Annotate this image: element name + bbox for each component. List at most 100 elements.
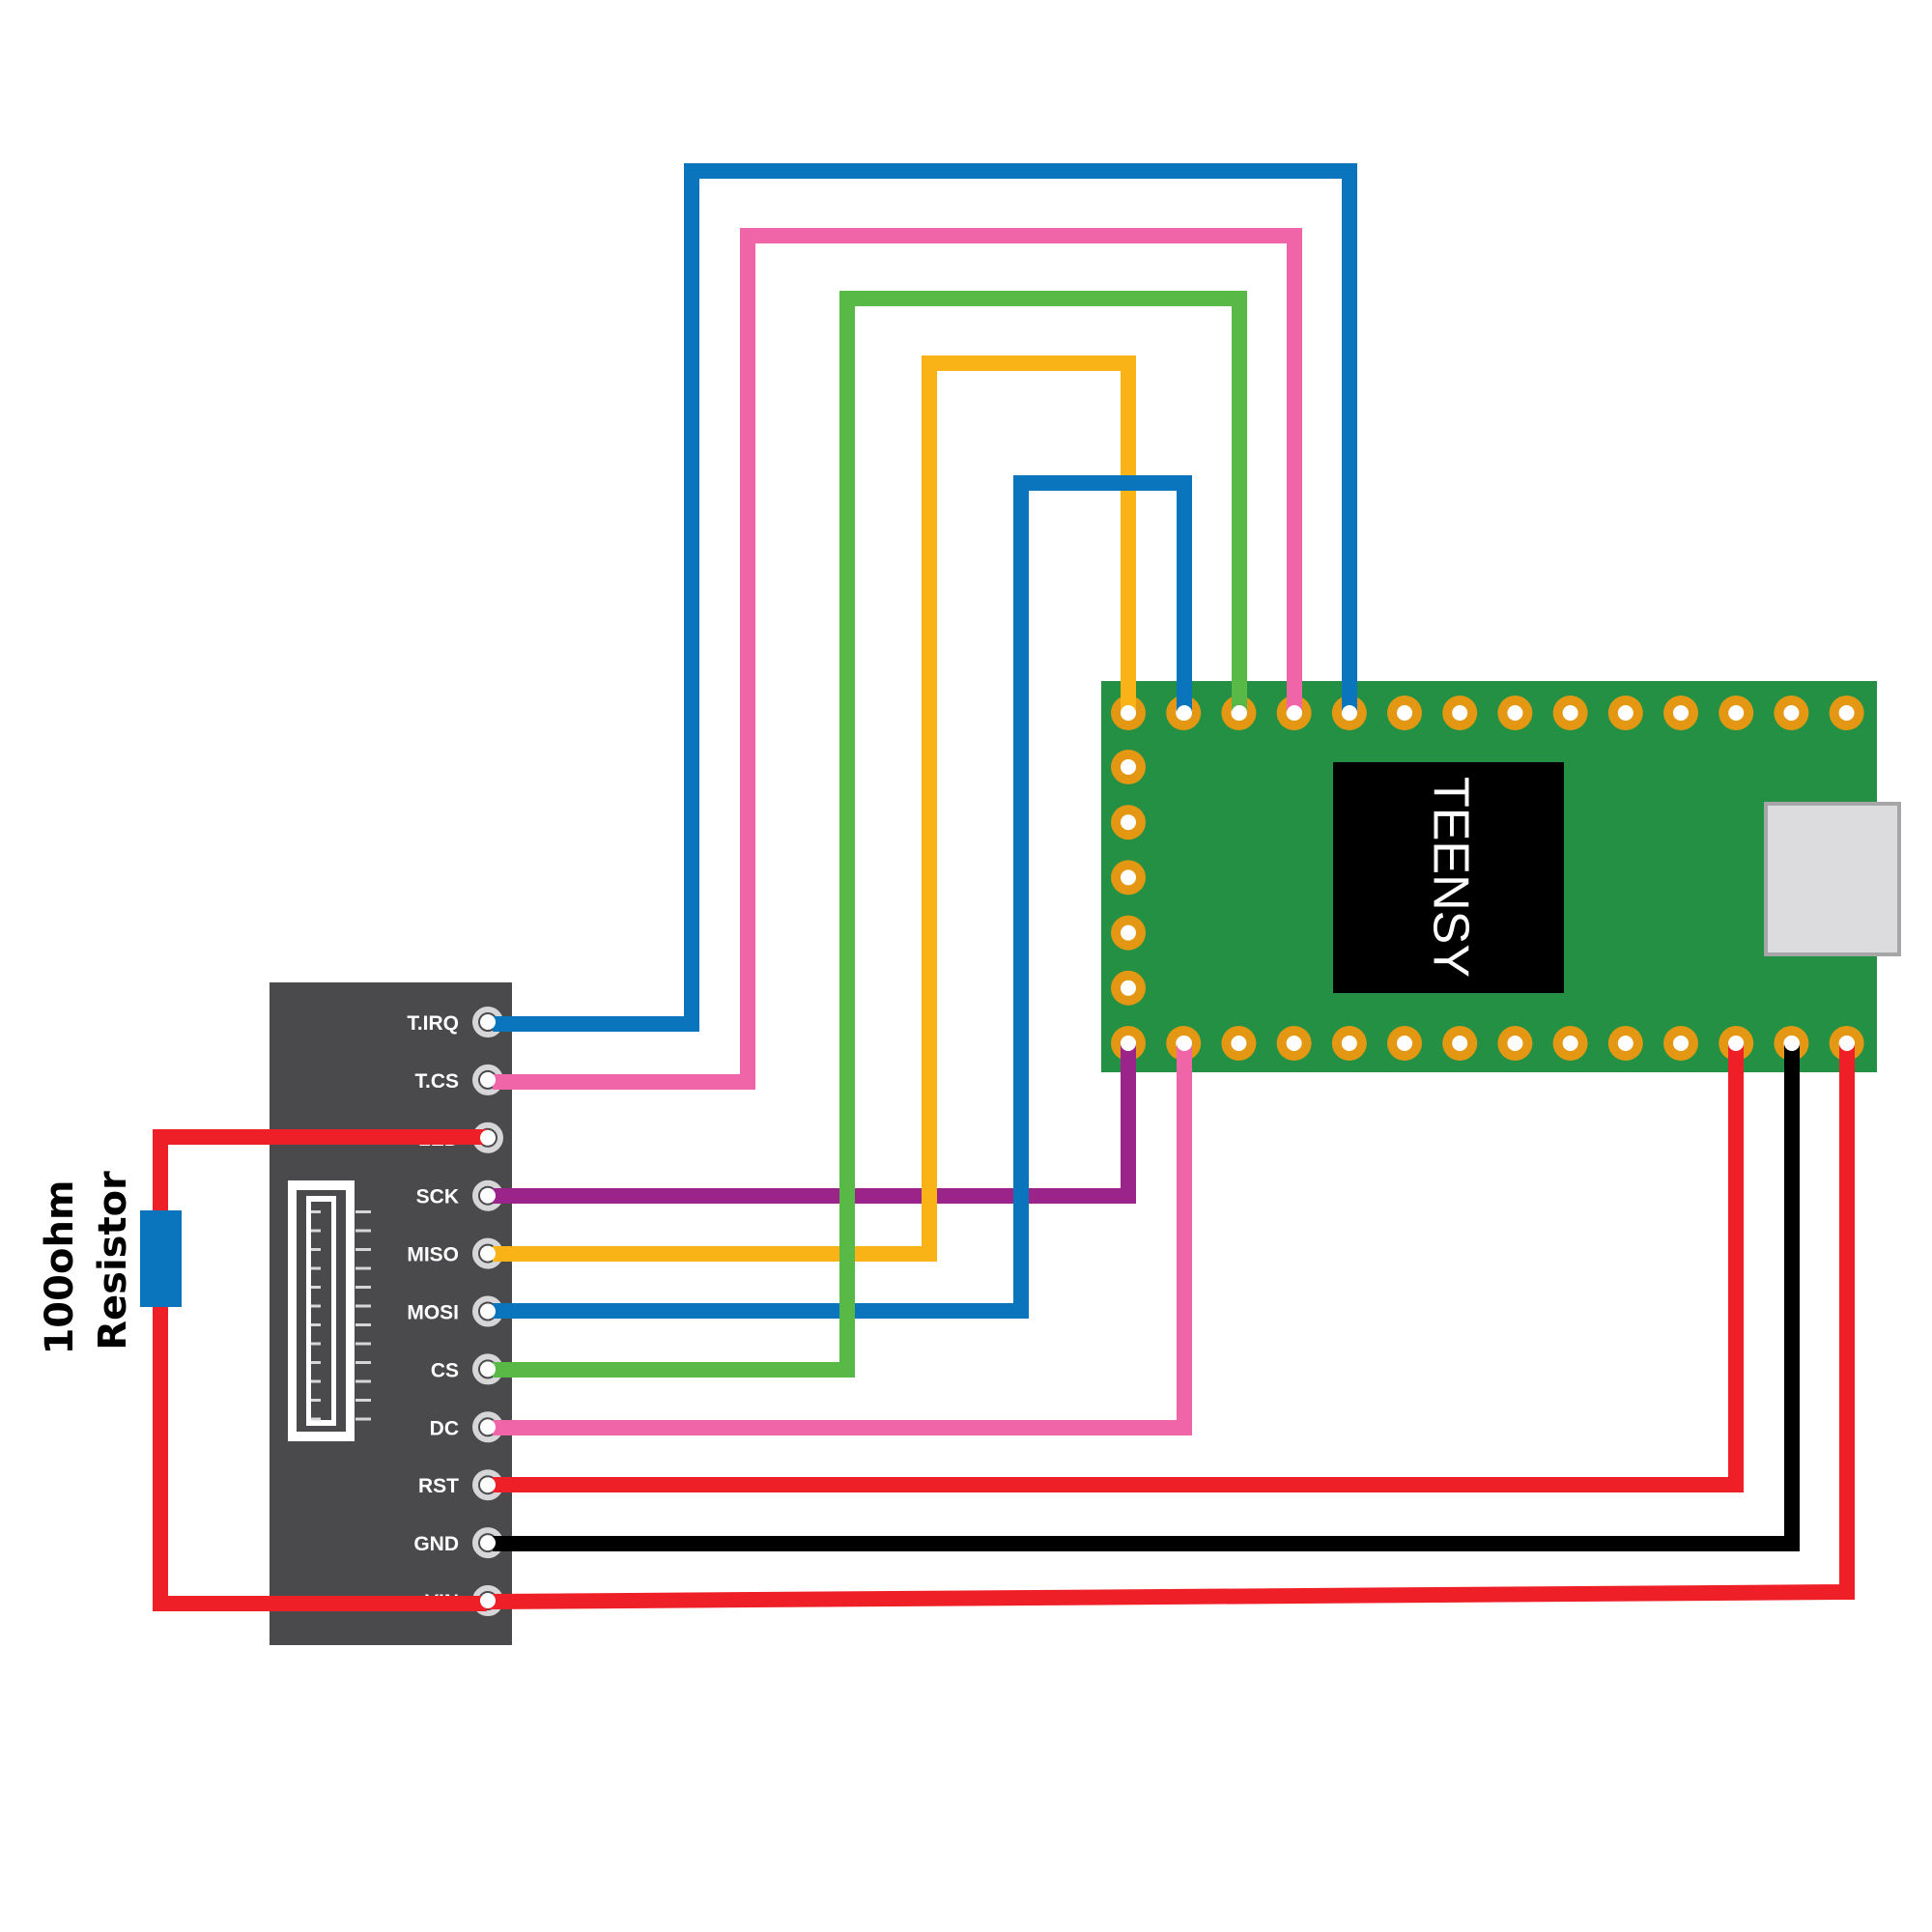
teensy-label: TEENSY bbox=[1422, 777, 1478, 978]
connector-lead bbox=[355, 1379, 371, 1383]
wire-dc-pink bbox=[493, 1043, 1192, 1435]
pin-label: T.CS bbox=[414, 1070, 459, 1093]
connector-tick bbox=[311, 1399, 321, 1402]
connector-tick bbox=[311, 1286, 321, 1289]
connector-tick bbox=[311, 1266, 321, 1270]
pin-hole bbox=[480, 1535, 496, 1551]
connector-tick bbox=[311, 1304, 321, 1308]
pad-hole bbox=[1177, 705, 1192, 721]
pin-label: T.IRQ bbox=[407, 1012, 459, 1035]
pad-hole bbox=[1121, 705, 1136, 721]
connector-lead bbox=[355, 1210, 371, 1213]
pin-hole bbox=[480, 1014, 496, 1030]
connector-tick bbox=[311, 1379, 321, 1383]
teensy-pin-pads bbox=[1111, 696, 1864, 1061]
connector-lead bbox=[355, 1304, 371, 1308]
wire-led-resistor-red bbox=[153, 1129, 487, 1611]
pad-hole bbox=[1784, 1036, 1800, 1051]
teensy-top-pad-7 bbox=[1497, 696, 1533, 730]
pin-label: DC bbox=[430, 1417, 459, 1439]
connector-lead bbox=[355, 1323, 371, 1326]
connector-lead bbox=[355, 1248, 371, 1251]
pin-label: CS bbox=[431, 1359, 459, 1381]
connector-lead bbox=[355, 1286, 371, 1289]
teensy-bottom-pad-4 bbox=[1331, 1026, 1367, 1061]
teensy-top-pad-13 bbox=[1829, 696, 1864, 730]
teensy-top-pad-6 bbox=[1442, 696, 1478, 730]
teensy-bottom-pad-3 bbox=[1276, 1026, 1312, 1061]
teensy-bottom-pad-9 bbox=[1607, 1026, 1643, 1061]
teensy-left-pad-2 bbox=[1111, 860, 1146, 895]
connector-tick bbox=[311, 1210, 321, 1213]
pin-hole bbox=[480, 1245, 496, 1262]
pin-hole bbox=[480, 1361, 496, 1378]
connector-lead bbox=[355, 1417, 371, 1421]
wire-sck-purple bbox=[493, 1043, 1136, 1204]
connector-tick bbox=[311, 1248, 321, 1251]
pin-hole bbox=[480, 1187, 496, 1204]
connector-lead bbox=[355, 1266, 371, 1270]
wire-rst-red bbox=[493, 1043, 1744, 1492]
wire-cs-green bbox=[493, 291, 1247, 1378]
teensy-chip bbox=[1333, 762, 1564, 993]
teensy-left-pad-3 bbox=[1111, 915, 1146, 951]
pin-hole bbox=[480, 1071, 496, 1088]
pin-wire-ends bbox=[480, 705, 1855, 1608]
wires bbox=[153, 163, 1855, 1611]
connector-lead bbox=[355, 1361, 371, 1364]
teensy-bottom-pad-10 bbox=[1663, 1026, 1698, 1061]
teensy-left-pad-0 bbox=[1111, 750, 1146, 784]
teensy-top-pad-10 bbox=[1663, 696, 1698, 730]
pad-hole bbox=[1177, 1036, 1192, 1051]
connector-tick bbox=[311, 1323, 321, 1326]
pin-hole bbox=[480, 1129, 496, 1146]
pin-hole bbox=[480, 1303, 496, 1320]
teensy-bottom-pad-5 bbox=[1387, 1026, 1422, 1061]
teensy-bottom-pad-8 bbox=[1552, 1026, 1588, 1061]
teensy-top-pad-5 bbox=[1387, 696, 1422, 730]
usb-connector bbox=[1764, 802, 1901, 956]
pad-hole bbox=[1232, 705, 1247, 721]
pin-hole bbox=[480, 1593, 496, 1608]
teensy-bottom-pad-7 bbox=[1497, 1026, 1533, 1061]
teensy-board: TEENSY bbox=[1101, 681, 1901, 1072]
pad-hole bbox=[1287, 705, 1302, 721]
pin-label: MISO bbox=[407, 1244, 459, 1266]
teensy-bottom-pad-2 bbox=[1221, 1026, 1257, 1061]
connector-lead bbox=[355, 1399, 371, 1402]
connector-tick bbox=[311, 1229, 321, 1233]
pin-hole bbox=[480, 1419, 496, 1435]
teensy-left-pad-1 bbox=[1111, 805, 1146, 840]
pin-hole bbox=[480, 1477, 496, 1493]
wire-vin-red bbox=[487, 1043, 1855, 1609]
connector-tick bbox=[311, 1361, 321, 1364]
wire-tirq-blue bbox=[493, 163, 1357, 1032]
ribbon-connector bbox=[288, 1180, 371, 1441]
resistor-label-line2: Resistor bbox=[91, 1171, 135, 1350]
pad-hole bbox=[1121, 1036, 1136, 1051]
pin-label: GND bbox=[413, 1533, 459, 1555]
resistor-body bbox=[140, 1210, 182, 1307]
wire-gnd-black bbox=[493, 1043, 1800, 1551]
resistor-label: 100ohm Resistor bbox=[38, 1166, 135, 1354]
teensy-top-pad-12 bbox=[1774, 696, 1809, 730]
teensy-top-pad-9 bbox=[1607, 696, 1643, 730]
connector-lead bbox=[355, 1229, 371, 1233]
connector-tick bbox=[311, 1342, 321, 1346]
resistor: 100ohm Resistor bbox=[38, 1166, 182, 1355]
pad-hole bbox=[1342, 705, 1357, 721]
pin-label: RST bbox=[418, 1475, 459, 1497]
connector-tick bbox=[311, 1417, 321, 1421]
teensy-top-pad-8 bbox=[1552, 696, 1588, 730]
pin-label: MOSI bbox=[407, 1302, 459, 1324]
wire-miso-orange bbox=[493, 355, 1136, 1262]
connector-lead bbox=[355, 1342, 371, 1346]
teensy-bottom-pad-6 bbox=[1442, 1026, 1478, 1061]
pin-label: SCK bbox=[416, 1186, 459, 1208]
resistor-label-line1: 100ohm bbox=[38, 1179, 82, 1354]
wire-mosi-blue bbox=[493, 475, 1192, 1319]
pad-hole bbox=[1839, 1036, 1855, 1051]
pad-hole bbox=[1728, 1036, 1744, 1051]
